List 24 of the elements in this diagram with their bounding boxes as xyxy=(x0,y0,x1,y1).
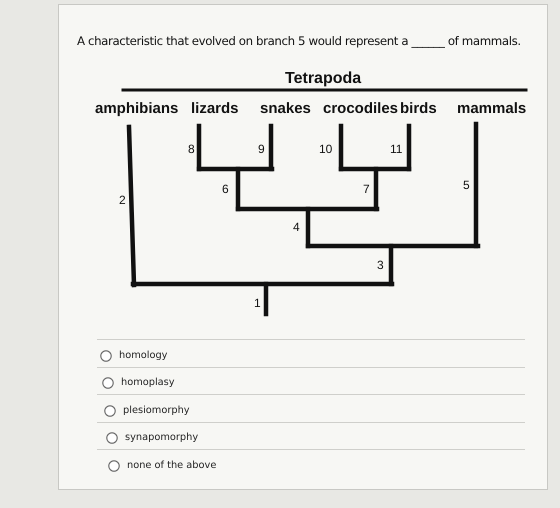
branch-number: 5 xyxy=(463,179,470,191)
branch-number: 3 xyxy=(377,259,384,271)
branch-number: 10 xyxy=(319,143,332,155)
taxon-label: mammals xyxy=(457,101,526,116)
answer-option: homoplasy xyxy=(121,378,175,388)
branch-number: 1 xyxy=(254,297,261,309)
answer-option: plesiomorphy xyxy=(123,406,190,416)
answer-option: none of the above xyxy=(127,461,216,471)
taxon-label: snakes xyxy=(260,101,311,116)
branch-number: 2 xyxy=(119,194,126,206)
taxon-label: birds xyxy=(400,101,437,116)
taxon-label: amphibians xyxy=(95,101,178,116)
taxon-label: crocodiles xyxy=(323,101,398,116)
answer-option: synapomorphy xyxy=(125,433,198,443)
branch-number: 11 xyxy=(390,143,402,155)
branch-number: 7 xyxy=(363,183,370,195)
branch-number: 8 xyxy=(188,143,195,155)
branch-number: 9 xyxy=(258,143,265,155)
question-text: A characteristic that evolved on branch 5 would represent a ______ of mammals. xyxy=(77,36,521,48)
clade-label: Tetrapoda xyxy=(285,71,362,87)
taxon-label: lizards xyxy=(191,101,239,116)
branch-number: 4 xyxy=(293,221,300,233)
branch-number: 6 xyxy=(222,183,229,195)
answer-option: homology xyxy=(119,351,168,361)
